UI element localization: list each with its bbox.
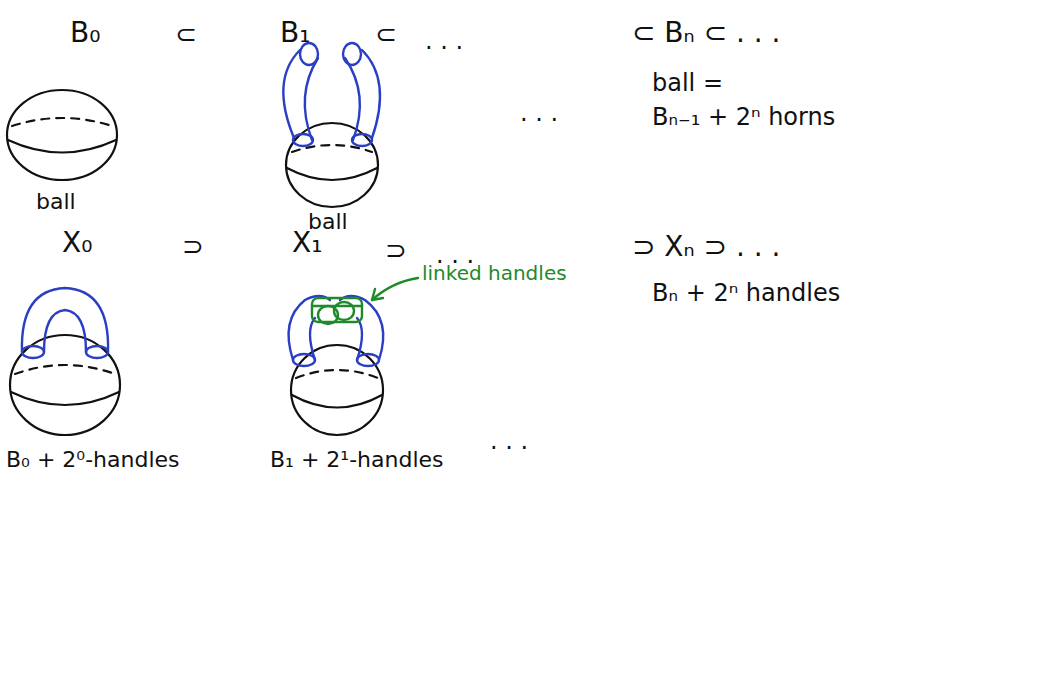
subset-sign: ⊂ (175, 20, 197, 49)
caption-text: B₀ + 2⁰-handles (6, 448, 180, 472)
note-text: ball = (652, 70, 723, 96)
note-text: Bₙ₋₁ + 2ⁿ horns (652, 104, 835, 130)
sequence-tail: ⊃ Xₙ ⊃ . . . (632, 232, 780, 263)
set-symbol: X₀ (62, 228, 92, 259)
subset-sign: ⊂ (375, 20, 397, 49)
set-symbol: B₁ (280, 18, 310, 49)
sequence-tail: ⊂ Bₙ ⊂ . . . (632, 18, 781, 49)
ball-label: ball (36, 190, 76, 214)
note-text: Bₙ + 2ⁿ handles (652, 280, 840, 306)
ellipsis: . . . (425, 28, 463, 54)
ellipsis: . . . (520, 100, 558, 126)
superset-sign: ⊃ (182, 232, 204, 261)
ellipsis: . . . (490, 428, 528, 454)
superset-sign: ⊃ (385, 236, 407, 265)
set-symbol: X₁ (292, 228, 322, 259)
set-symbol: B₀ (70, 18, 100, 49)
callout-label: linked handles (422, 262, 567, 284)
caption-text: B₁ + 2¹-handles (270, 448, 444, 472)
